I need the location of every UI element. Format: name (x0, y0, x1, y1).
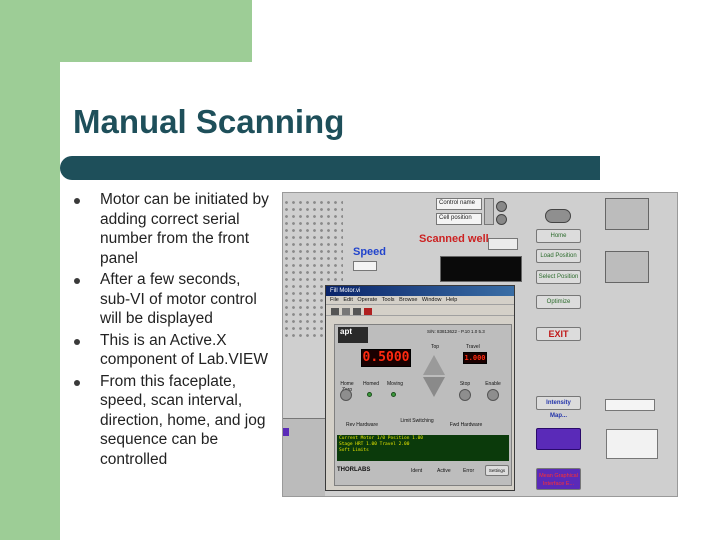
toggle-switch[interactable] (545, 209, 571, 223)
indicator-panel (605, 251, 649, 283)
bullet-dot-icon (74, 379, 80, 386)
step-readout: 1.000 (463, 352, 487, 364)
bullet-item: From this faceplate, speed, scan interva… (74, 372, 274, 470)
knob-icon[interactable] (496, 214, 507, 225)
serial-number-text: S/N: 83813622 - P.10 1.0 5.3 (427, 329, 485, 334)
bullet-text: After a few seconds, sub-VI of motor con… (100, 271, 257, 327)
scan-graph (440, 256, 522, 282)
title-underline-bar (60, 156, 600, 180)
ident-label: Ident (411, 468, 423, 474)
indicator-panel (605, 198, 649, 230)
active-label: Active (437, 468, 451, 474)
status-line: Stage HRT 1.00 Travel 2.00 (339, 442, 410, 447)
home-zero-button[interactable] (340, 389, 352, 401)
intensity-map-button[interactable]: Intensity Map... (536, 396, 581, 419)
cell-position-field[interactable]: Cell position (436, 213, 482, 225)
bullet-dot-icon (74, 338, 80, 345)
homed-led (367, 392, 372, 397)
travel-label: Travel (466, 344, 480, 350)
info-box (606, 429, 658, 459)
stop-button[interactable] (459, 389, 471, 401)
home-button[interactable]: Home (536, 229, 581, 243)
pause-icon[interactable] (353, 308, 361, 315)
status-display: Current Motor 1/0 Position 1.00 Stage HR… (337, 435, 509, 461)
green-side-strip (0, 0, 60, 540)
error-label: Error (463, 468, 475, 474)
bullet-dot-icon (74, 278, 80, 284)
mode-button[interactable] (536, 428, 581, 450)
settings-button[interactable]: Settings (485, 465, 509, 476)
moving-led (391, 392, 396, 397)
bullet-text: Motor can be initiated by adding correct… (100, 191, 269, 267)
labview-screenshot: Speed Control name Cell position Scanned… (282, 192, 678, 497)
well-indicator (488, 238, 518, 250)
subvi-menu-bar[interactable]: File Edit Operate Tools Browse Window He… (326, 296, 514, 305)
bullet-text: From this faceplate, speed, scan interva… (100, 372, 266, 468)
scanned-well-label: Scanned well (419, 233, 489, 245)
apt-motor-control: apt S/N: 83813622 - P.10 1.0 5.3 0.5000 … (334, 324, 512, 486)
select-position-button[interactable]: Select Position (536, 270, 581, 284)
purple-marker (283, 428, 289, 436)
status-line: Soft Limits (339, 448, 369, 453)
bullet-text: This is an Active.X component of Lab.VIE… (100, 331, 269, 369)
speed-label: Speed (353, 246, 387, 258)
left-panel (283, 418, 325, 496)
position-readout: 0.5000 (361, 349, 411, 367)
subvi-title-bar: Fill Motor.vi (326, 286, 514, 296)
optimize-button[interactable]: Optimize (536, 295, 581, 309)
motor-subvi-window: Fill Motor.vi File Edit Operate Tools Br… (325, 285, 515, 491)
run-arrow-icon[interactable] (331, 308, 339, 315)
control-name-field[interactable]: Control name (436, 198, 482, 210)
knob-icon[interactable] (496, 201, 507, 212)
slide-title: Manual Scanning (73, 103, 345, 140)
load-position-button[interactable]: Load Position (536, 249, 581, 263)
exit-button[interactable]: EXIT (536, 327, 581, 341)
bullet-list: Motor can be initiated by adding correct… (74, 190, 274, 471)
mean-graphical-interface-button[interactable]: Mean Graphical Interface E... (536, 468, 581, 490)
speed-input[interactable] (353, 261, 377, 271)
bullet-item: Motor can be initiated by adding correct… (74, 190, 274, 268)
thorlabs-logo: THORLABS (337, 467, 371, 473)
apt-logo: apt (338, 327, 368, 343)
setting-field[interactable] (605, 399, 655, 411)
enable-label: Enable (485, 381, 501, 387)
subvi-toolbar (326, 305, 514, 316)
bullet-item: This is an Active.X component of Lab.VIE… (74, 331, 274, 370)
rev-hardware-label: Rev Hardware (346, 422, 378, 428)
field-spinner-icon[interactable] (484, 198, 494, 225)
fwd-hardware-label: Fwd Hardware (449, 422, 483, 428)
stop-label: Stop (459, 381, 471, 387)
jog-up-arrow-icon[interactable] (423, 355, 445, 375)
bullet-dot-icon (74, 198, 80, 204)
moving-label: Moving (386, 381, 404, 387)
enable-button[interactable] (487, 389, 499, 401)
run-continuous-icon[interactable] (342, 308, 350, 315)
limit-switching-label: Limit Switching (400, 418, 434, 424)
jog-down-arrow-icon[interactable] (423, 377, 445, 397)
top-label: Top (431, 344, 440, 350)
homed-label: Homed (362, 381, 380, 387)
stop-icon[interactable] (364, 308, 372, 315)
status-line: Current Motor 1/0 Position 1.00 (339, 436, 423, 441)
bullet-item: After a few seconds, sub-VI of motor con… (74, 270, 274, 329)
